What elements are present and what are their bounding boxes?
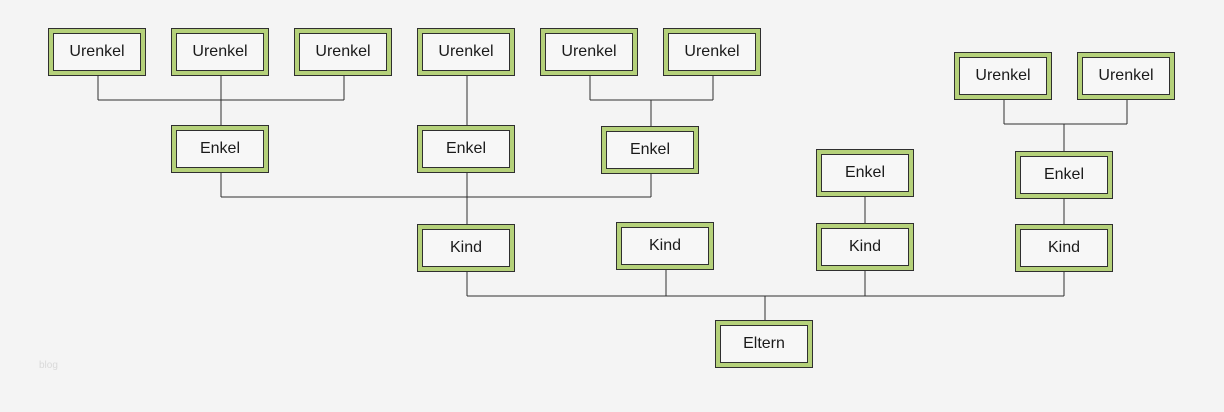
node-label: Enkel [176,130,264,168]
urenkel-node-8: Urenkel [1077,52,1175,100]
node-label: Urenkel [422,33,510,71]
node-label: Enkel [422,130,510,168]
node-label: Kind [621,227,709,265]
node-label: Enkel [821,154,909,192]
kind-node-3: Kind [816,223,914,271]
kind-node-4: Kind [1015,224,1113,272]
node-label: Urenkel [176,33,264,71]
urenkel-node-3: Urenkel [294,28,392,76]
kind-node-1: Kind [417,224,515,272]
eltern-node: Eltern [715,320,813,368]
enkel-node-5: Enkel [1015,151,1113,199]
urenkel-node-1: Urenkel [48,28,146,76]
enkel-node-1: Enkel [171,125,269,173]
enkel-node-3: Enkel [601,126,699,174]
node-label: Urenkel [1082,57,1170,95]
urenkel-node-4: Urenkel [417,28,515,76]
node-label: Enkel [606,131,694,169]
urenkel-node-7: Urenkel [954,52,1052,100]
watermark-text: blog [39,360,58,371]
urenkel-node-2: Urenkel [171,28,269,76]
node-label: Eltern [720,325,808,363]
node-label: Urenkel [299,33,387,71]
kind-node-2: Kind [616,222,714,270]
node-label: Kind [1020,229,1108,267]
urenkel-node-5: Urenkel [540,28,638,76]
node-label: Urenkel [668,33,756,71]
urenkel-node-6: Urenkel [663,28,761,76]
enkel-node-4: Enkel [816,149,914,197]
node-label: Enkel [1020,156,1108,194]
node-label: Kind [821,228,909,266]
node-label: Kind [422,229,510,267]
node-label: Urenkel [545,33,633,71]
node-label: Urenkel [959,57,1047,95]
node-label: Urenkel [53,33,141,71]
enkel-node-2: Enkel [417,125,515,173]
